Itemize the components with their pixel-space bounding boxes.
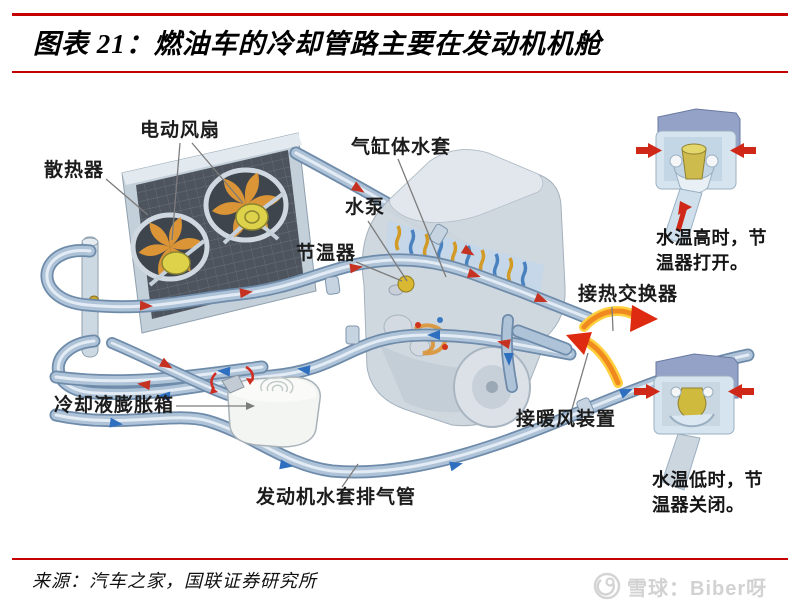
source-note: 来源：汽车之家，国联证券研究所 [32, 571, 317, 591]
label-to-heat-exchanger: 接热交换器 [578, 284, 679, 305]
pipe-couplings [324, 223, 595, 419]
engine-block [361, 149, 566, 428]
cooling-system-figure: 电动风扇 散热器 气缸体水套 水泵 节温器 接热交换器 接暖风装置 冷却液膨胀箱… [0, 95, 800, 555]
cooling-system-illustration [40, 108, 756, 491]
xueqiu-watermark: 雪球：Biber呀 [592, 571, 767, 601]
water-pump-part [397, 275, 415, 293]
label-cylinder-water-jacket: 气缸体水套 [351, 137, 452, 158]
heat-flow-arrow-return [566, 332, 623, 388]
figure-title: 图表 21：燃油车的冷却管路主要在发动机机舱 [33, 29, 602, 59]
label-water-pump: 水泵 [345, 197, 386, 218]
label-thermostat: 节温器 [296, 243, 357, 264]
heat-flow-arrow-out [579, 305, 658, 332]
thermostat-open-caption: 水温高时，节温器打开。 [656, 228, 767, 273]
thermostat-closed-caption: 水温低时，节温器关闭。 [652, 470, 763, 515]
electric-fan-right [203, 167, 289, 245]
expansion-tank [210, 365, 321, 448]
thermostat-open-inset [636, 108, 756, 246]
pointer-lines [105, 142, 614, 488]
label-engine-vent-pipe: 发动机水套排气管 [256, 487, 417, 508]
title-underline-rule [12, 71, 788, 73]
label-coolant-expansion-tank: 冷却液膨胀箱 [54, 395, 175, 416]
label-radiator: 散热器 [44, 160, 105, 181]
vent-pipe-loop [49, 348, 755, 479]
tank-pointer-arrowhead [246, 402, 255, 410]
watermark-text: 雪球：Biber呀 [627, 577, 768, 600]
electric-fan-left [130, 212, 210, 287]
label-electric-fan: 电动风扇 [140, 120, 221, 141]
thermostat-closed-inset [634, 353, 754, 491]
top-rule [12, 13, 788, 16]
coolant-pipes [40, 223, 755, 479]
label-to-heater-unit: 接暖风装置 [516, 409, 617, 430]
bottom-rule [12, 558, 788, 560]
xueqiu-logo-icon [593, 572, 621, 600]
